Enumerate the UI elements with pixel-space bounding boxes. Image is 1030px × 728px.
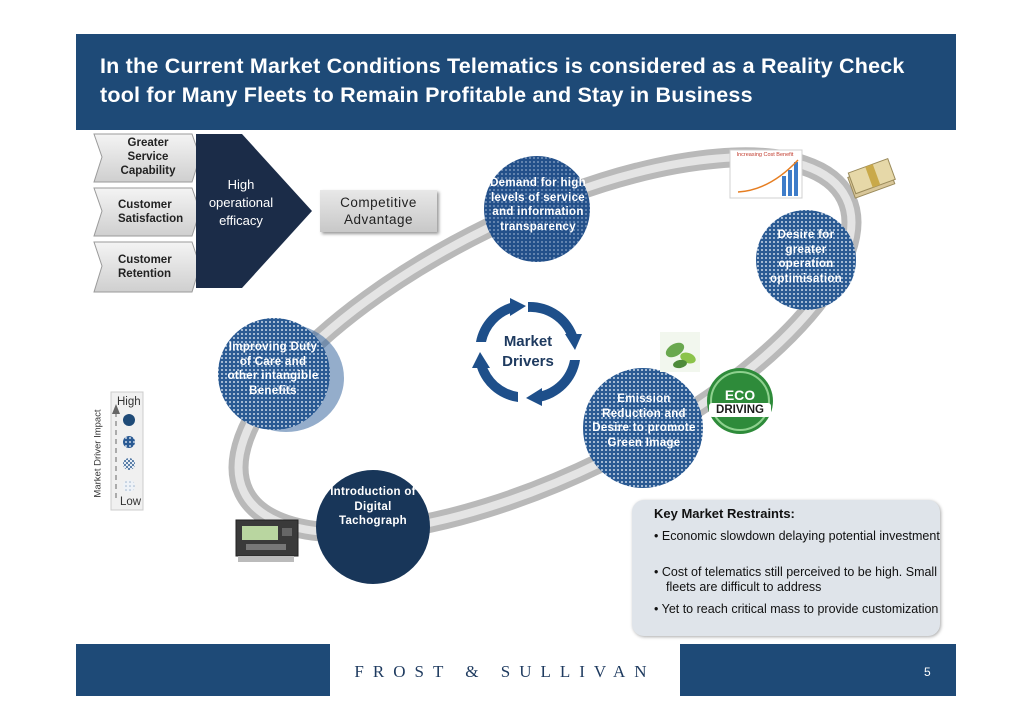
key-restraints-title: Key Market Restraints: (654, 506, 795, 521)
legend-high-marker (123, 414, 135, 426)
duty-of-care-label: Improving Duty of Care and other intangi… (227, 341, 319, 397)
legend-midlow-marker (123, 458, 135, 470)
high-operational-efficacy-label: High operational efficacy (208, 177, 274, 228)
leaf-icon (660, 332, 700, 372)
money-icon (847, 157, 896, 199)
legend-axis-label: Market Driver Impact (92, 409, 104, 498)
chevron-greater-service (93, 133, 201, 183)
digital-tachograph-label: Introduction of Digital Tachograph (330, 486, 416, 527)
eco-driving-badge (707, 368, 773, 434)
slide-title: In the Current Market Conditions Telemat… (100, 54, 905, 107)
restraint-text: Economic slowdown delaying potential inv… (661, 529, 940, 543)
restraint-item: • Cost of telematics still perceived to … (654, 565, 937, 594)
eco-line: ECO (724, 387, 756, 403)
legend-low-label: Low (120, 496, 142, 508)
duty-of-care-circle (218, 318, 330, 430)
legend-low-marker (123, 480, 135, 492)
competitive-advantage-label: Competitive Advantage (340, 195, 417, 227)
eco-driving-text: ECO DRIVING (709, 388, 771, 417)
emission-label: Emission Reduction and Desire to promote… (592, 393, 696, 449)
tachograph-device-icon (235, 519, 299, 562)
emission-circle (583, 368, 703, 488)
operation-optimisation-label: Desire for greater operation optimisatio… (770, 229, 842, 285)
chevron-customer-satisfaction (93, 187, 201, 237)
header-bar (76, 34, 956, 130)
restraint-text: Cost of telematics still perceived to be… (661, 565, 937, 594)
greater-service-label: Greater Service Capability (120, 137, 176, 177)
market-drivers-cycle-icon (472, 298, 582, 406)
chevron-customer-retention (93, 241, 201, 293)
customer-satisfaction-label: Customer Satisfaction (118, 199, 184, 225)
demand-label: Demand for high levels of service and in… (490, 177, 586, 233)
operation-circle (756, 210, 856, 310)
demand-circle (484, 156, 590, 262)
brand-logo: FROST & SULLIVAN (354, 662, 656, 681)
restraint-item: • Yet to reach critical mass to provide … (654, 602, 939, 616)
impact-legend (110, 391, 144, 511)
restraint-text: Yet to reach critical mass to provide cu… (661, 602, 939, 616)
legend-high-label: High (117, 396, 141, 408)
driving-line: DRIVING (709, 403, 771, 417)
competitive-advantage-box (320, 190, 437, 232)
mini-chart-title: Increasing Cost Benefit (736, 152, 794, 158)
restraint-item: • Economic slowdown delaying potential i… (654, 529, 940, 543)
market-drivers-label: Market Drivers (502, 333, 554, 370)
efficacy-arrow (196, 134, 312, 288)
cost-benefit-chart-thumbnail (729, 149, 803, 199)
customer-retention-label: Customer Retention (118, 254, 172, 280)
key-restraints-panel (632, 500, 940, 636)
tachograph-circle (316, 470, 430, 584)
footer-logo-area (330, 644, 680, 696)
page-number: 5 (924, 665, 931, 679)
legend-mid-marker (123, 436, 135, 448)
